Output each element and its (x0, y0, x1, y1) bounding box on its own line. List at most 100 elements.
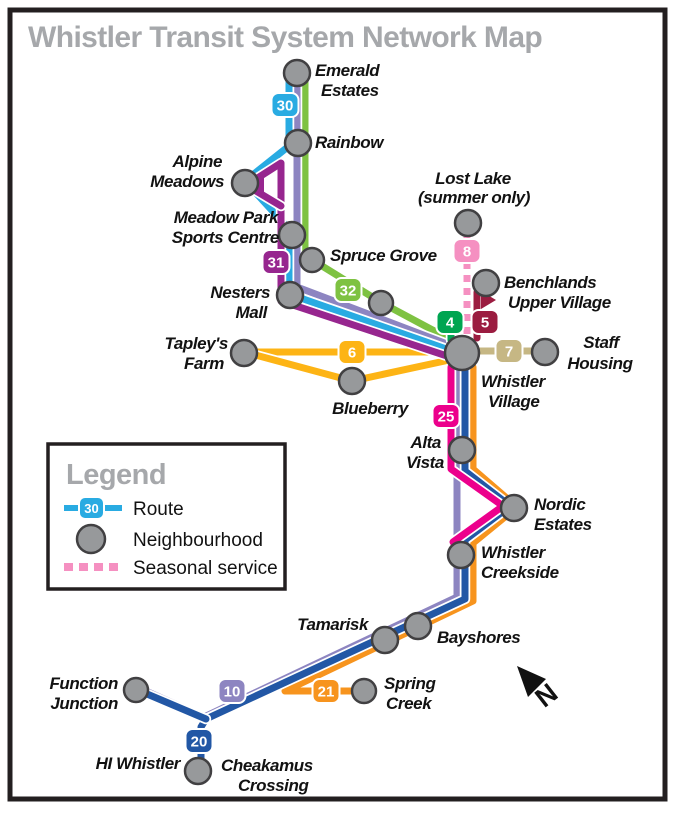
route-badge-30: 30 (270, 92, 300, 118)
route-badge-box-30 (270, 92, 300, 118)
page-title: Whistler Transit System Network Map (28, 21, 542, 54)
station-tamarisk (370, 625, 400, 655)
station-nordic-estates (499, 493, 529, 523)
station-unnamed (367, 289, 395, 317)
route-20-line (197, 363, 514, 766)
route-badge-10: 10 (217, 678, 247, 704)
route-badge-label-20: 20 (191, 734, 208, 751)
route-badge-box-5 (470, 309, 500, 335)
station-label-tamarisk-0: Tamarisk (297, 615, 370, 634)
route-badge-label-30: 30 (277, 98, 294, 115)
station-label-nordic-estates-1: Estates (534, 515, 592, 534)
station-label-rainbow-0: Rainbow (315, 133, 385, 152)
route-badge-25: 25 (431, 403, 461, 429)
legend-neighbourhood-swatch (75, 523, 107, 555)
station-label-whistler-creekside-1: Creekside (481, 563, 559, 582)
station-meadow-park-sports-centre (277, 220, 307, 250)
station-whistler-creekside (446, 540, 476, 570)
legend-title: Legend (66, 459, 166, 491)
route-badge-5: 5 (470, 309, 500, 335)
station-alta-vista (447, 435, 477, 465)
station-labels-layer: EmeraldEstatesRainbowAlpineMeadowsMeadow… (49, 61, 634, 795)
station-label-nordic-estates-0: Nordic (534, 495, 586, 514)
station-benchlands (471, 268, 501, 298)
station-label-cheakamus-crossing-1: Cheakamus (221, 756, 313, 775)
route-badge-label-21: 21 (318, 684, 335, 701)
station-label-benchlands-0: Benchlands (504, 273, 596, 292)
route-badge-box-21 (311, 678, 341, 704)
legend: Legend 30 Route Neighbourhood Seasonal s… (46, 442, 287, 591)
legend-route-badge-label: 30 (84, 501, 98, 516)
station-spring-creek (350, 677, 378, 705)
route-badge-8: 8 (452, 238, 482, 264)
station-label-tapleys-farm-0: Tapley's (164, 334, 228, 353)
station-label-function-junction-0: Function (49, 674, 118, 693)
route-badge-21: 21 (311, 678, 341, 704)
station-label-cheakamus-crossing-0: HI Whistler (96, 754, 182, 773)
route-badge-box-31 (261, 249, 291, 275)
route-badge-label-10: 10 (224, 684, 241, 701)
station-label-spring-creek-0: Spring (384, 674, 436, 693)
station-rainbow (283, 128, 313, 158)
stations-layer (122, 58, 560, 786)
station-label-whistler-village-1: Village (488, 392, 539, 411)
station-label-alpine-meadows-1: Meadows (150, 172, 224, 191)
station-cheakamus-crossing (183, 756, 213, 786)
route-badge-box-10 (217, 678, 247, 704)
station-label-lost-lake-0: Lost Lake (435, 169, 511, 188)
route-badge-label-32: 32 (340, 283, 357, 300)
route-badge-32: 32 (333, 277, 363, 303)
station-label-cheakamus-crossing-2: Crossing (238, 776, 309, 795)
legend-seasonal-label: Seasonal service (133, 558, 278, 579)
station-label-spring-creek-1: Creek (386, 694, 433, 713)
route-badge-box-4 (435, 309, 465, 335)
legend-neighbourhood-label: Neighbourhood (133, 530, 263, 551)
station-label-nesters-mall-1: Mall (236, 303, 269, 322)
route-badge-box-20 (184, 728, 214, 754)
station-label-nesters-mall-0: Nesters (210, 283, 270, 302)
station-nesters-mall (275, 280, 305, 310)
station-label-lost-lake-1: (summer only) (418, 188, 531, 207)
station-whistler-village (443, 334, 481, 372)
station-staff-housing (530, 337, 560, 367)
route-badge-box-8 (452, 238, 482, 264)
station-label-alta-vista-1: Vista (406, 453, 444, 472)
legend-route-label: Route (133, 499, 184, 520)
station-label-whistler-village-0: Whistler (481, 372, 547, 391)
station-label-spruce-grove-0: Spruce Grove (330, 246, 437, 265)
station-bayshores (403, 611, 433, 641)
station-function-junction (122, 676, 150, 704)
route-badge-label-4: 4 (446, 315, 455, 332)
route-badge-7: 7 (494, 338, 524, 364)
route-21-line (281, 363, 521, 695)
legend-route-badge (78, 496, 105, 520)
route-badge-label-31: 31 (268, 255, 285, 272)
route-badge-box-7 (494, 338, 524, 364)
route-badge-label-7: 7 (505, 344, 513, 361)
station-emerald-estates (282, 58, 312, 88)
route-badge-label-25: 25 (438, 409, 455, 426)
route-badge-20: 20 (184, 728, 214, 754)
station-lost-lake (453, 208, 483, 238)
route-badge-label-8: 8 (463, 244, 471, 261)
station-label-staff-housing-1: Housing (567, 354, 633, 373)
station-blueberry (337, 366, 367, 396)
route-badge-box-6 (337, 339, 367, 365)
station-label-staff-housing-0: Staff (583, 333, 621, 352)
station-label-blueberry-0: Blueberry (332, 399, 410, 418)
station-tapleys-farm (229, 338, 259, 368)
station-label-emerald-estates-1: Estates (321, 81, 379, 100)
station-label-tapleys-farm-1: Farm (184, 354, 224, 373)
station-alpine-meadows (230, 168, 260, 198)
station-label-alta-vista-0: Alta (409, 433, 441, 452)
station-label-alpine-meadows-0: Alpine (171, 152, 222, 171)
route-20-line (136, 687, 210, 723)
route-badge-box-32 (333, 277, 363, 303)
station-label-whistler-creekside-0: Whistler (481, 543, 547, 562)
north-arrow-head-icon (517, 666, 546, 697)
station-label-meadow-park-sports-centre-0: Meadow Park (174, 208, 280, 227)
route-badge-label-6: 6 (348, 345, 356, 362)
